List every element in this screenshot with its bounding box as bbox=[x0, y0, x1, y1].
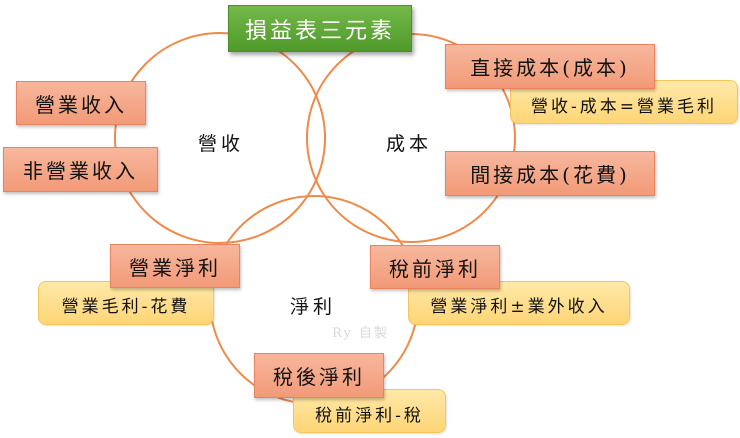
watermark: Ry 自製 bbox=[332, 326, 390, 341]
indirect-cost-node: 間接成本(花費) bbox=[445, 151, 655, 196]
operating-net-income-formula: 營業毛利-花費 bbox=[38, 281, 214, 325]
revenue-circle-label: 營收 bbox=[198, 133, 245, 155]
direct-cost-node: 直接成本(成本) bbox=[445, 44, 655, 89]
non-operating-revenue-node: 非營業收入 bbox=[3, 147, 158, 192]
operating-net-income-node: 營業淨利 bbox=[110, 244, 240, 288]
pretax-net-income-node: 稅前淨利 bbox=[370, 245, 500, 289]
cost-circle-label: 成本 bbox=[386, 133, 433, 155]
aftertax-net-income-node: 稅後淨利 bbox=[254, 353, 384, 398]
revenue-circle bbox=[114, 32, 326, 244]
operating-revenue-node: 營業收入 bbox=[16, 81, 146, 125]
title-box: 損益表三元素 bbox=[228, 5, 412, 52]
net-income-circle-label: 淨利 bbox=[290, 296, 337, 318]
